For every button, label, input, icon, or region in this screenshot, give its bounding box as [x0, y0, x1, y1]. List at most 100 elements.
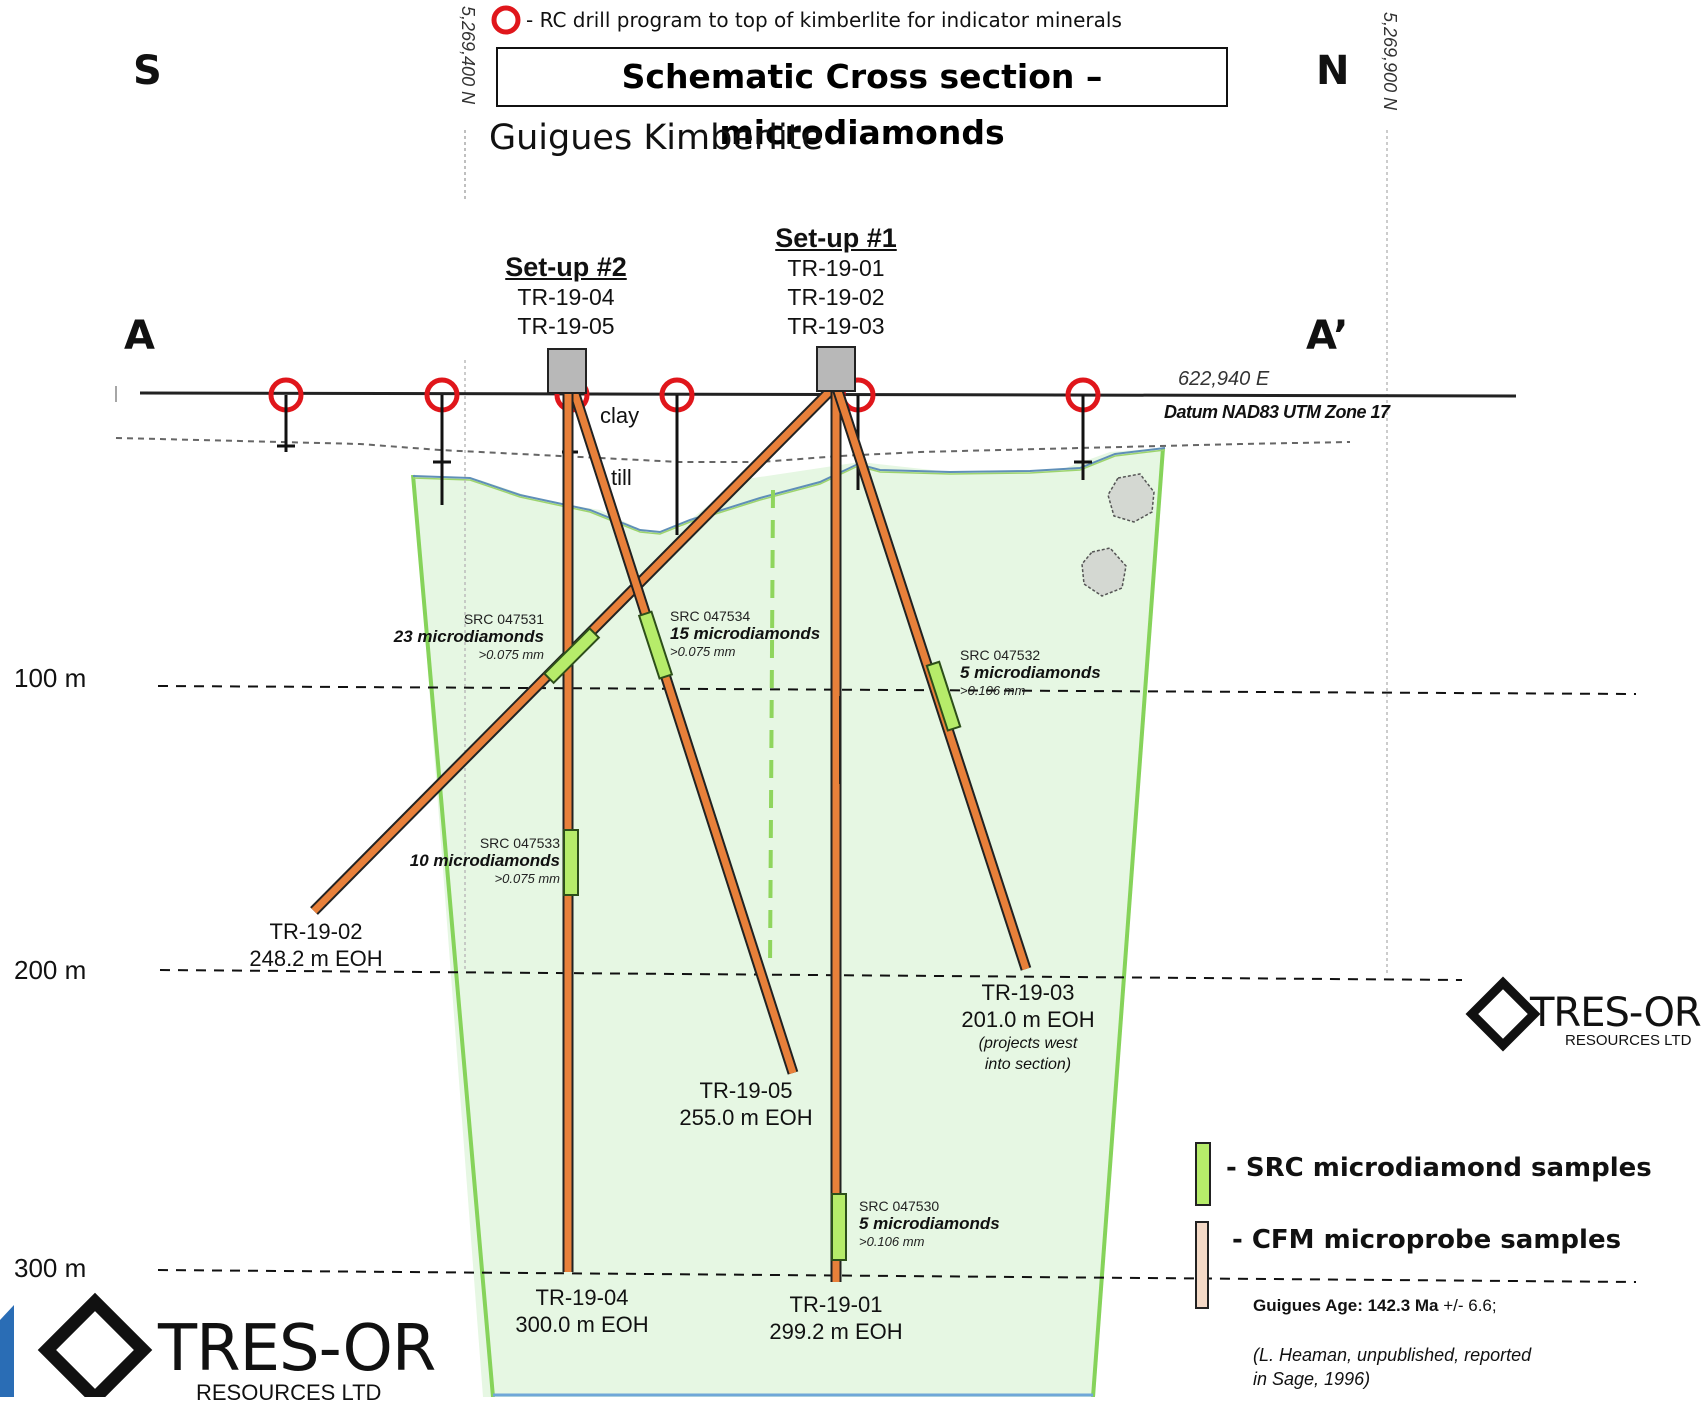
clay-label: clay [600, 403, 640, 428]
logo-mark-bottom [37, 1292, 153, 1397]
hole-tr-19-05 [566, 383, 799, 1075]
setup-2-hole: TR-19-05 [517, 313, 615, 339]
section-title: Schematic Cross section – microdiamonds [496, 47, 1228, 152]
sample-count: 10 microdiamonds [409, 851, 560, 870]
depth-label-200: 200 m [14, 955, 87, 985]
pipe-right-wall [1091, 447, 1165, 1397]
sample-count: 5 microdiamonds [859, 1214, 1000, 1233]
hole-label-tr-19-01: TR-19-01 299.2 m EOH [756, 1291, 916, 1345]
kimberlite-pipe [413, 448, 1163, 1397]
section-end-label: A’ [1306, 313, 1349, 359]
sample-src: SRC 047530 [859, 1198, 940, 1214]
hole-eoh: 201.0 m EOH [961, 1007, 1095, 1032]
sample-size: >0.106 mm [960, 683, 1026, 698]
reference-line: in Sage, 1996) [1253, 1369, 1371, 1389]
south-label: S [133, 48, 162, 94]
north-label: N [1316, 48, 1350, 94]
section-start-label: A [124, 313, 155, 359]
sample-047530 [831, 1193, 847, 1261]
sample-size: >0.106 mm [859, 1234, 925, 1249]
rc-program-legend-text: - RC drill program to top of kimberlite … [526, 8, 1122, 32]
bedrock-surface [412, 447, 1166, 534]
age-error: +/- 6.6; [1443, 1296, 1497, 1315]
logo-right-name: TRES-OR [1530, 990, 1702, 1036]
hole-eoh: 300.0 m EOH [515, 1312, 649, 1337]
till-contact [115, 437, 1351, 463]
sample-note-047532: SRC 047532 5 microdiamonds >0.106 mm [960, 647, 1101, 698]
pipe-left-wall [411, 474, 495, 1397]
hole-label-tr-19-04: TR-19-04 300.0 m EOH [502, 1284, 662, 1338]
setup-1-hole: TR-19-03 [787, 313, 885, 339]
sample-047531 [543, 627, 601, 685]
west-northing: 5,269,400 N [458, 6, 478, 105]
sample-src: SRC 047532 [960, 647, 1041, 663]
sample-count: 23 microdiamonds [393, 627, 544, 646]
logo-right-sub: RESOURCES LTD [1565, 1032, 1692, 1049]
age-value: Guigues Age: 142.3 Ma [1253, 1296, 1439, 1315]
legend-src-label: - SRC microdiamond samples [1226, 1153, 1652, 1183]
depth-label-300: 300 m [14, 1253, 87, 1283]
sample-047532 [925, 660, 962, 732]
setup-1-hole: TR-19-02 [787, 284, 885, 310]
reference-line: (L. Heaman, unpublished, reported [1253, 1345, 1532, 1365]
setup-1-heading: Set-up #1 [775, 223, 897, 253]
sample-count: 5 microdiamonds [960, 663, 1101, 682]
sample-src: SRC 047531 [463, 611, 544, 627]
sample-src: SRC 047533 [479, 835, 560, 851]
sample-size: >0.075 mm [478, 647, 544, 662]
setup-1-hole: TR-19-01 [787, 255, 885, 281]
hole-id: TR-19-02 [269, 919, 363, 944]
sample-note-047531: SRC 047531 23 microdiamonds >0.075 mm [380, 611, 544, 662]
age-reference: (L. Heaman, unpublished, reported in Sag… [1253, 1343, 1531, 1391]
boulder [1107, 473, 1155, 523]
sample-note-047534: SRC 047534 15 microdiamonds >0.075 mm [670, 608, 820, 659]
depth-line-100 [157, 685, 1637, 695]
east-northing: 5,269,900 N [1380, 12, 1400, 111]
logo-accent [0, 1305, 14, 1397]
legend-src-swatch [1195, 1142, 1211, 1206]
pipe-centerline [768, 489, 775, 971]
sample-size: >0.075 mm [670, 644, 736, 659]
sample-047533 [563, 829, 579, 896]
depth-label-100: 100 m [14, 663, 87, 693]
guigues-age: Guigues Age: 142.3 Ma +/- 6.6; [1253, 1296, 1497, 1316]
easting-label: 622,940 E [1178, 368, 1270, 390]
setup-2-heading: Set-up #2 [505, 252, 627, 282]
logo-bottom-sub: RESOURCES LTD [196, 1380, 382, 1405]
hole-eoh: 255.0 m EOH [679, 1105, 813, 1130]
hole-id: TR-19-04 [535, 1285, 629, 1310]
datum-label: Datum NAD83 UTM Zone 17 [1164, 402, 1390, 422]
depth-line-300 [157, 1269, 1637, 1283]
sample-note-047530: SRC 047530 5 microdiamonds >0.106 mm [859, 1198, 1000, 1249]
sample-047534 [637, 610, 674, 680]
setup-1-box [816, 346, 856, 392]
legend-cfm-label: - CFM microprobe samples [1232, 1225, 1622, 1255]
sample-size: >0.075 mm [494, 871, 560, 886]
till-label: till [611, 465, 632, 490]
depth-line-200 [159, 969, 1463, 981]
legend-rc-circle-icon [491, 5, 521, 35]
sample-src: SRC 047534 [670, 608, 751, 624]
hole-label-tr-19-03: TR-19-03 201.0 m EOH (projects west into… [948, 979, 1108, 1075]
hole-id: TR-19-01 [789, 1292, 883, 1317]
sample-note-047533: SRC 047533 10 microdiamonds >0.075 mm [394, 835, 560, 886]
src-sample-markers [543, 610, 962, 1261]
bedrock-surface-green [412, 449, 1166, 535]
hole-eoh: 299.2 m EOH [769, 1319, 903, 1344]
setup-2-block: Set-up #2 TR-19-04 TR-19-05 [496, 252, 636, 341]
hole-label-tr-19-05: TR-19-05 255.0 m EOH [666, 1077, 826, 1131]
logo-bottom-name: TRES-OR [158, 1312, 436, 1386]
hole-note: (projects west into section) [978, 1035, 1078, 1073]
hole-eoh: 248.2 m EOH [249, 946, 383, 971]
hole-id: TR-19-03 [981, 980, 1075, 1005]
hole-label-tr-19-02: TR-19-02 248.2 m EOH [236, 918, 396, 972]
setup-2-hole: TR-19-04 [517, 284, 615, 310]
boulder [1081, 547, 1127, 597]
setup-1-block: Set-up #1 TR-19-01 TR-19-02 TR-19-03 [766, 223, 906, 341]
hole-id: TR-19-05 [699, 1078, 793, 1103]
legend-cfm-swatch [1195, 1221, 1209, 1309]
logo-mark-right [1465, 976, 1541, 1052]
setup-2-box [547, 348, 587, 394]
